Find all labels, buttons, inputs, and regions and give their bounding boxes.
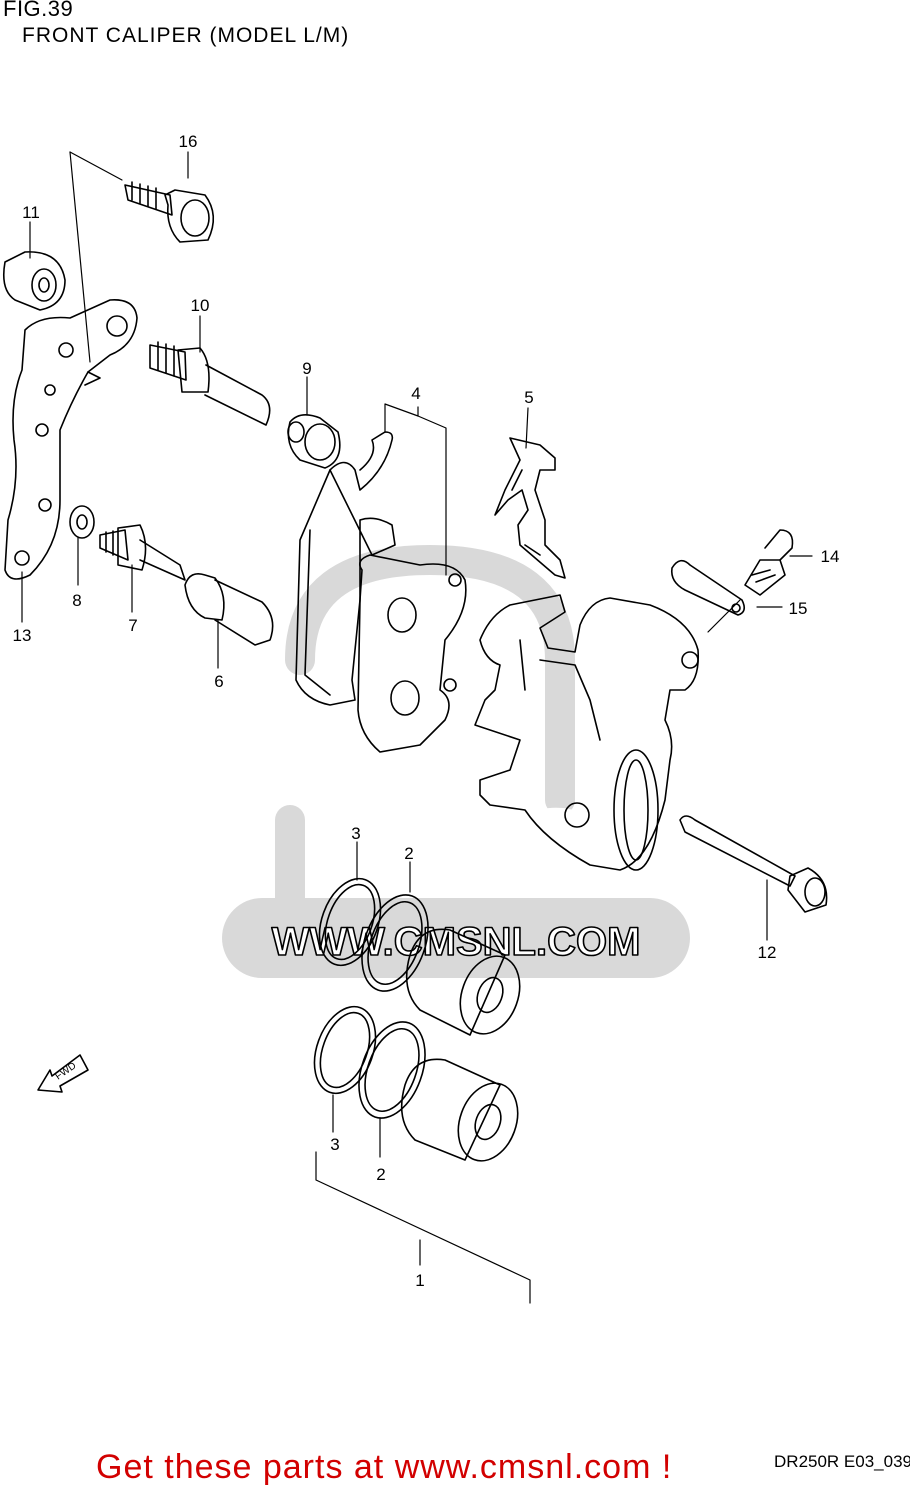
figure-number: FIG.39 — [3, 0, 74, 21]
callout-labels: 16 11 10 9 4 5 14 15 8 7 6 13 3 2 12 3 2… — [13, 132, 840, 1290]
bolt-16 — [124, 181, 215, 243]
callout-1: 1 — [415, 1271, 424, 1290]
fwd-arrow-icon: FWD — [37, 1054, 89, 1093]
callout-8: 8 — [72, 591, 81, 610]
diagram-code: DR250R E03_039 — [774, 1452, 910, 1471]
pin-bolt-7 — [99, 524, 186, 581]
callout-11: 11 — [22, 203, 40, 222]
callout-14: 14 — [821, 547, 840, 566]
piston-upper — [405, 928, 521, 1036]
callout-10: 10 — [191, 296, 210, 315]
watermark-logo: CMS — [348, 789, 592, 912]
callout-16: 16 — [179, 132, 198, 151]
caliper-body — [474, 594, 700, 871]
callout-2-lower: 2 — [376, 1165, 385, 1184]
figure-title: FRONT CALIPER (MODEL L/M) — [22, 24, 350, 47]
callout-15: 15 — [789, 599, 808, 618]
caliper-pin-12 — [679, 815, 828, 913]
bleeder-valve-14 — [744, 529, 794, 596]
leader-lines — [21, 151, 813, 1304]
callout-13: 13 — [13, 626, 32, 645]
sleeve-11 — [2, 251, 66, 311]
piston-lower — [400, 1058, 519, 1162]
seals-lower — [313, 1005, 426, 1119]
callout-3-upper: 3 — [351, 824, 360, 843]
brake-pads-4 — [295, 431, 467, 753]
callout-9: 9 — [302, 359, 311, 378]
callout-5: 5 — [524, 388, 533, 407]
callout-7: 7 — [128, 616, 137, 635]
pad-spring-5 — [494, 437, 566, 579]
promo-link[interactable]: Get these parts at www.cmsnl.com ! — [96, 1448, 673, 1486]
watermark-url: WWW.CMSNL.COM — [272, 920, 641, 964]
callout-3-lower: 3 — [330, 1135, 339, 1154]
callout-6: 6 — [214, 672, 223, 691]
callout-12: 12 — [758, 943, 777, 962]
callout-4: 4 — [411, 384, 420, 403]
callout-2-upper: 2 — [404, 844, 413, 863]
washer-8 — [69, 505, 95, 539]
boot-9 — [287, 414, 341, 469]
pin-10 — [149, 341, 271, 426]
watermark: WWW.CMSNL.COM CMS — [222, 545, 690, 978]
sleeve-6 — [184, 572, 274, 646]
seals-upper — [318, 877, 429, 992]
caliper-bracket-13 — [4, 299, 138, 580]
